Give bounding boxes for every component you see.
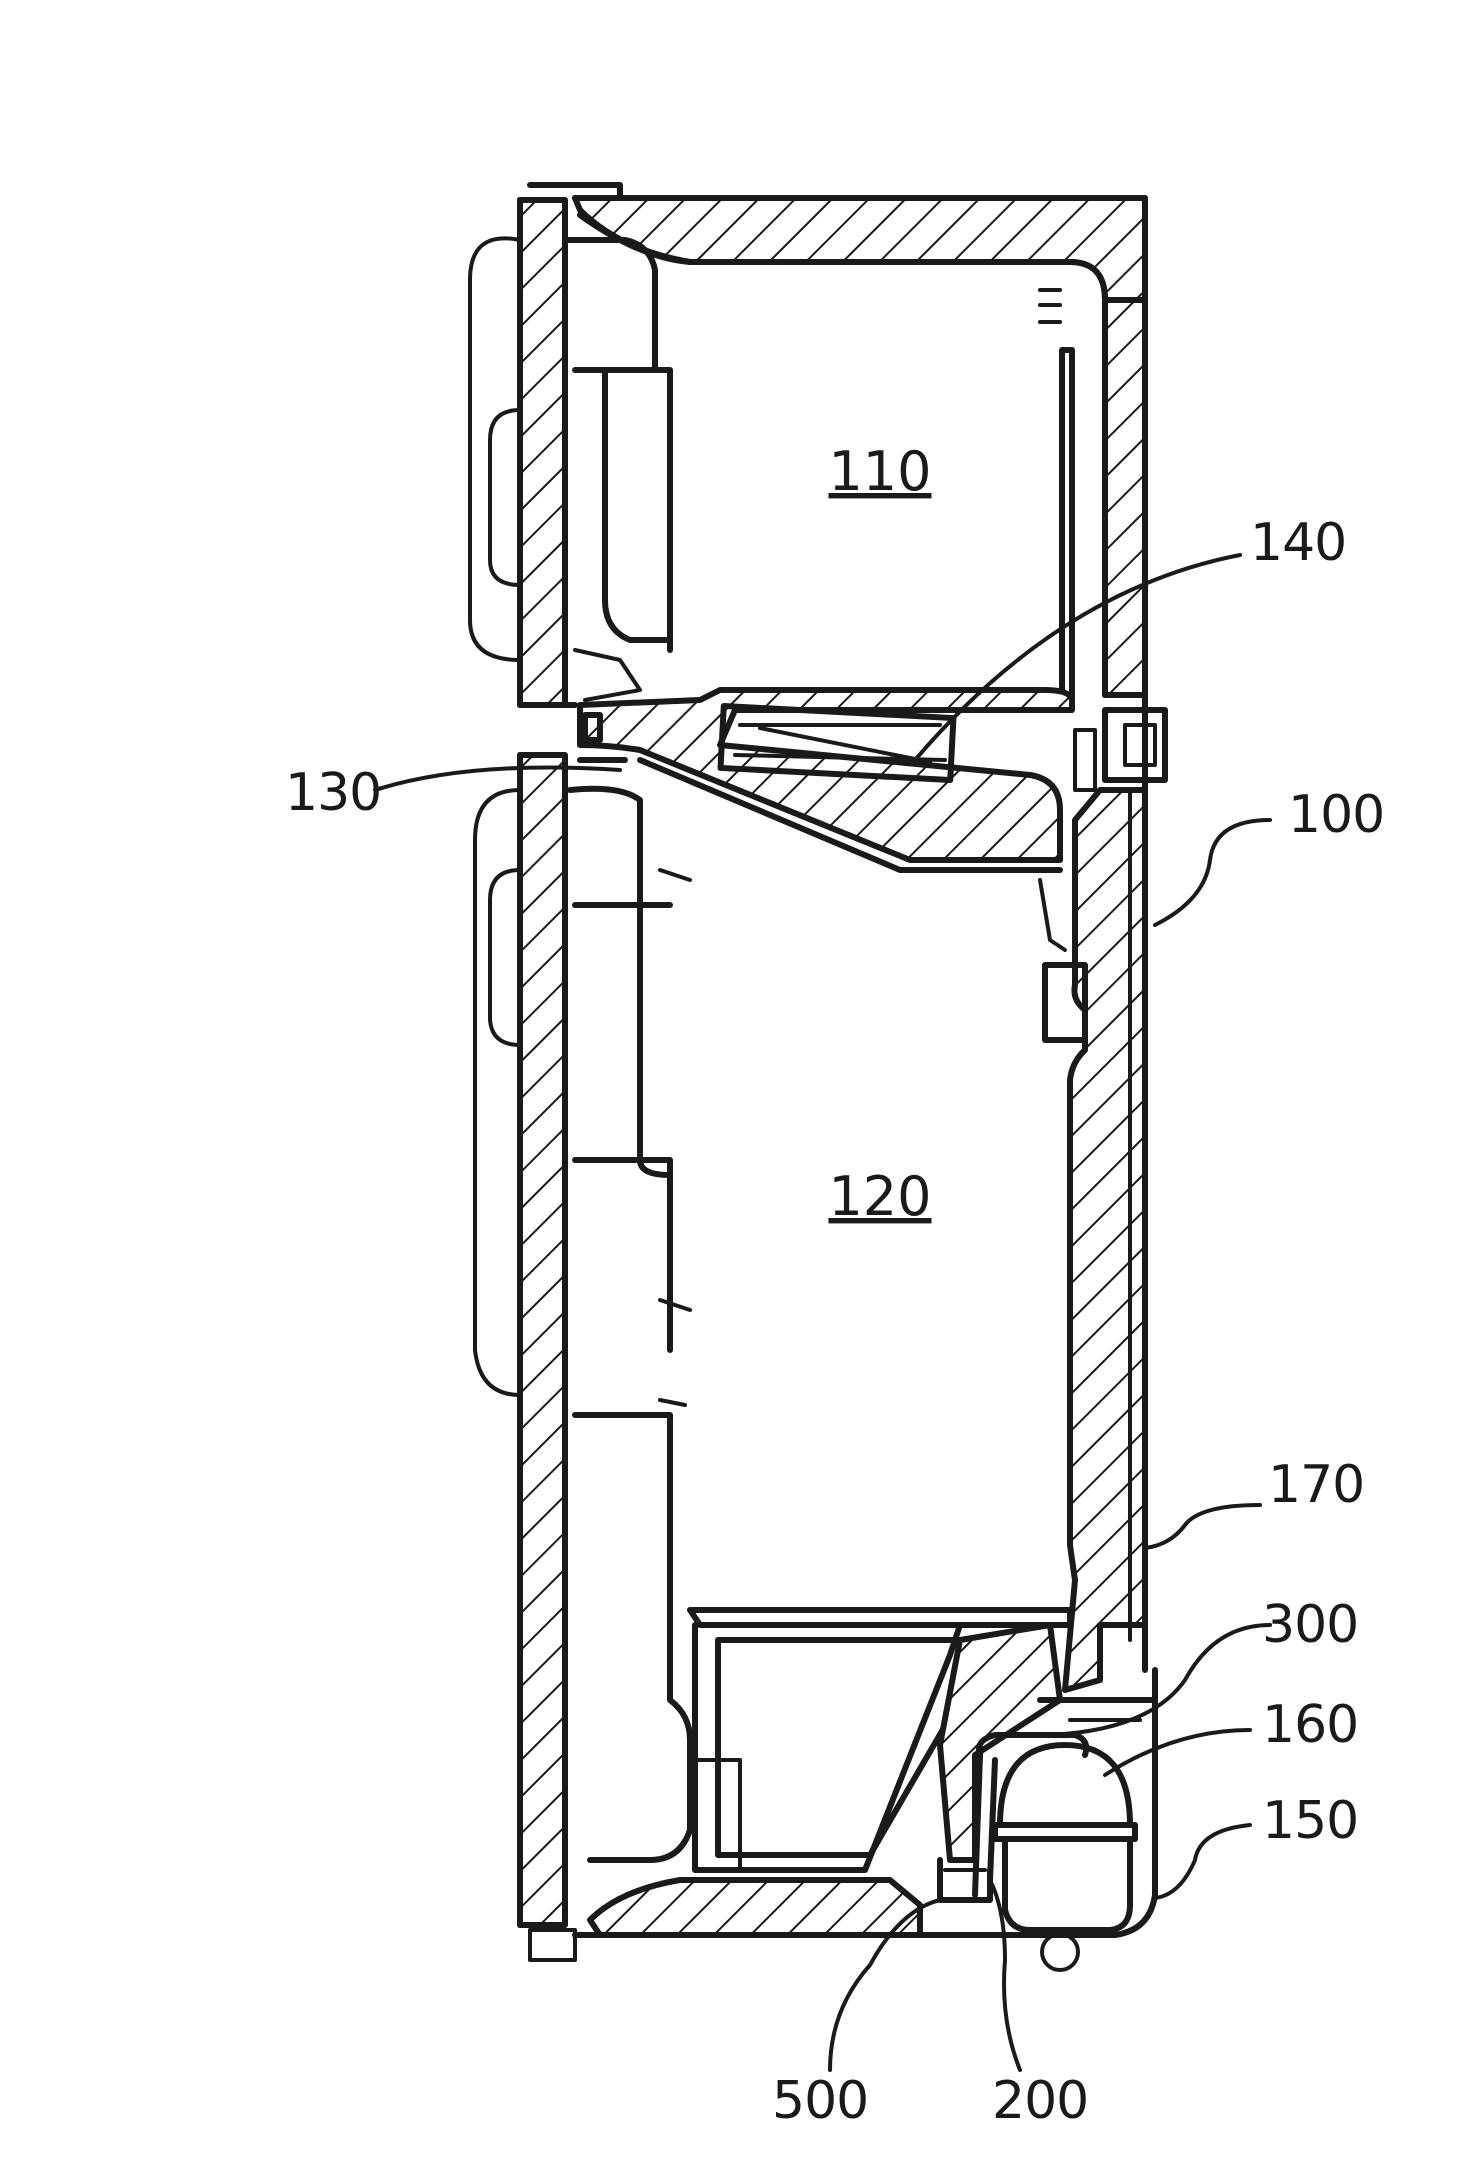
label-130: 130 bbox=[285, 763, 381, 823]
leader-100 bbox=[1153, 818, 1272, 927]
drain-pan bbox=[937, 1857, 993, 1903]
refrigerator-compartment: 120 bbox=[637, 757, 1088, 1228]
freezer-door bbox=[468, 182, 673, 708]
refrigerator-door bbox=[473, 752, 693, 1962]
evaporator bbox=[717, 703, 957, 783]
label-170: 170 bbox=[1268, 1455, 1364, 1515]
compressor bbox=[992, 1742, 1138, 1972]
leader-150 bbox=[1153, 1823, 1252, 1900]
leader-160 bbox=[1103, 1728, 1252, 1777]
label-150: 150 bbox=[1262, 1791, 1358, 1851]
label-140: 140 bbox=[1250, 513, 1346, 573]
compartment-label-120: 120 bbox=[828, 1165, 931, 1228]
reference-numerals: 100 130 140 150 160 170 200 300 500 bbox=[285, 513, 1385, 2131]
leader-500 bbox=[828, 1898, 942, 2072]
leader-200 bbox=[988, 1878, 1022, 2072]
leader-lines bbox=[373, 553, 1272, 2072]
label-160: 160 bbox=[1262, 1695, 1358, 1755]
fan-damper bbox=[1073, 707, 1168, 792]
leader-170 bbox=[1143, 1503, 1262, 1550]
label-500: 500 bbox=[772, 2071, 868, 2131]
label-100: 100 bbox=[1288, 785, 1384, 845]
label-300: 300 bbox=[1262, 1595, 1358, 1655]
compartment-label-110: 110 bbox=[828, 440, 931, 503]
leader-300 bbox=[1048, 1623, 1272, 1737]
vegetable-drawer bbox=[687, 1607, 1073, 1873]
freezer-compartment: 110 bbox=[577, 212, 1108, 703]
leader-130 bbox=[373, 765, 622, 792]
label-200: 200 bbox=[992, 2071, 1088, 2131]
leader-140 bbox=[913, 553, 1242, 762]
